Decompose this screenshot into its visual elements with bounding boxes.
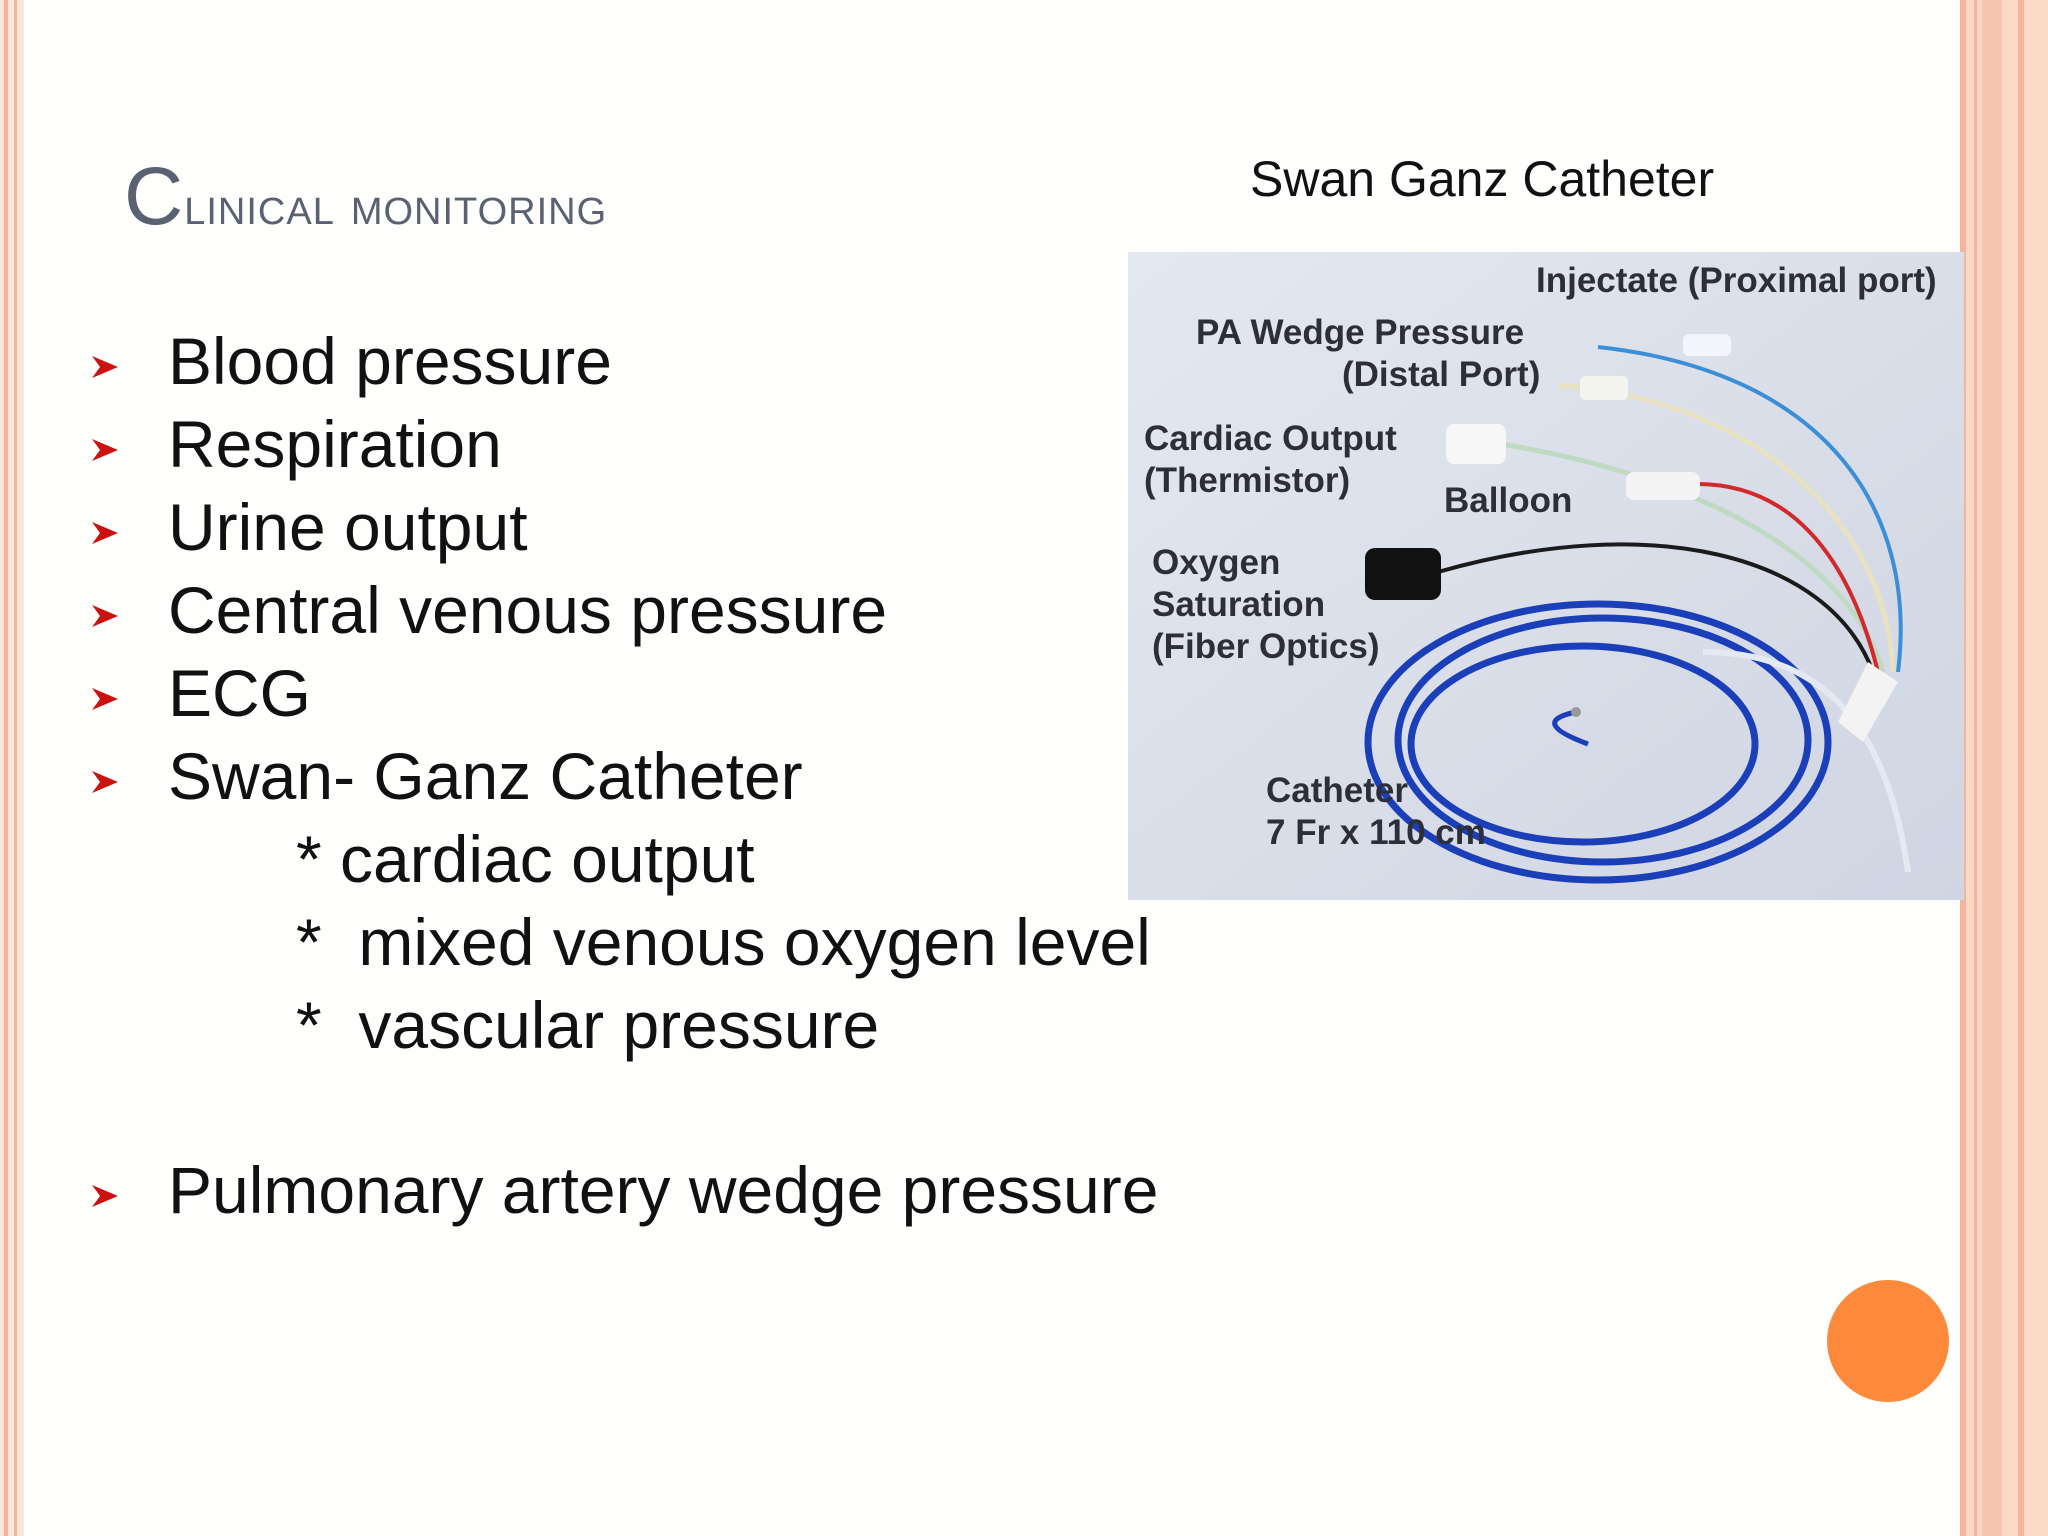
red-arrowhead-icon [92, 605, 118, 627]
right-border-band [1974, 0, 1977, 1536]
sub-item: * vascular pressure [90, 984, 1290, 1067]
bullet-item: ECG [90, 652, 1290, 735]
photo-label: (Thermistor) [1144, 461, 1351, 500]
bullet-list: Blood pressure Respiration Urine output … [90, 320, 1290, 1232]
red-arrowhead-icon [92, 688, 118, 710]
sub-item: * mixed venous oxygen level [90, 901, 1290, 984]
bullet-text: Blood pressure [168, 324, 612, 398]
bullet-text: ECG [168, 656, 312, 730]
red-arrowhead-icon [92, 439, 118, 461]
red-arrowhead-icon [92, 771, 118, 793]
image-caption: Swan Ganz Catheter [1250, 151, 1715, 207]
right-border-band [1982, 0, 2002, 1536]
bullet-item: Swan- Ganz Catheter [90, 735, 1290, 818]
sub-item-text: * mixed venous oxygen level [296, 905, 1151, 979]
photo-label: Saturation [1152, 585, 1326, 624]
bullet-item: Pulmonary artery wedge pressure [90, 1149, 1290, 1232]
bullet-item: Respiration [90, 403, 1290, 486]
red-arrowhead-icon [92, 356, 118, 378]
photo-label: Balloon [1444, 481, 1573, 520]
slide-title: Clinical monitoring [124, 150, 607, 244]
catheter-photo: Injectate (Proximal port) PA Wedge Press… [1128, 252, 1964, 900]
photo-label: Oxygen [1152, 543, 1281, 582]
red-arrowhead-icon [92, 1185, 118, 1207]
bullet-text: Pulmonary artery wedge pressure [168, 1153, 1159, 1227]
sub-item-text: * cardiac output [296, 822, 755, 896]
slide-title-initial: C [124, 151, 185, 242]
sub-item-text: * vascular pressure [296, 988, 880, 1062]
left-border-line [14, 0, 17, 1536]
sub-item: * cardiac output [90, 818, 1290, 901]
right-border-decoration [1960, 0, 2048, 1536]
bullet-text: Swan- Ganz Catheter [168, 739, 803, 813]
bullet-text: Respiration [168, 407, 502, 481]
catheter-illustration [1128, 252, 1964, 900]
slide-title-rest: linical monitoring [184, 176, 608, 236]
list-spacer [90, 1067, 1290, 1149]
left-border-decoration [0, 0, 24, 1536]
bullet-item: Blood pressure [90, 320, 1290, 403]
photo-label: (Fiber Optics) [1152, 627, 1380, 666]
photo-label: Cardiac Output [1144, 419, 1397, 458]
bullet-text: Urine output [168, 490, 528, 564]
photo-label: Injectate (Proximal port) [1536, 261, 1937, 300]
photo-label: 7 Fr x 110 cm [1266, 813, 1486, 852]
bullet-item: Central venous pressure [90, 569, 1290, 652]
bullet-text: Central venous pressure [168, 573, 888, 647]
photo-label: PA Wedge Pressure [1196, 313, 1525, 352]
left-border-line [4, 0, 8, 1536]
photo-label: (Distal Port) [1342, 355, 1541, 394]
bullet-item: Urine output [90, 486, 1290, 569]
red-arrowhead-icon [92, 522, 118, 544]
photo-label: Catheter [1266, 771, 1408, 810]
right-border-band [2018, 0, 2024, 1536]
accent-circle [1827, 1280, 1949, 1402]
